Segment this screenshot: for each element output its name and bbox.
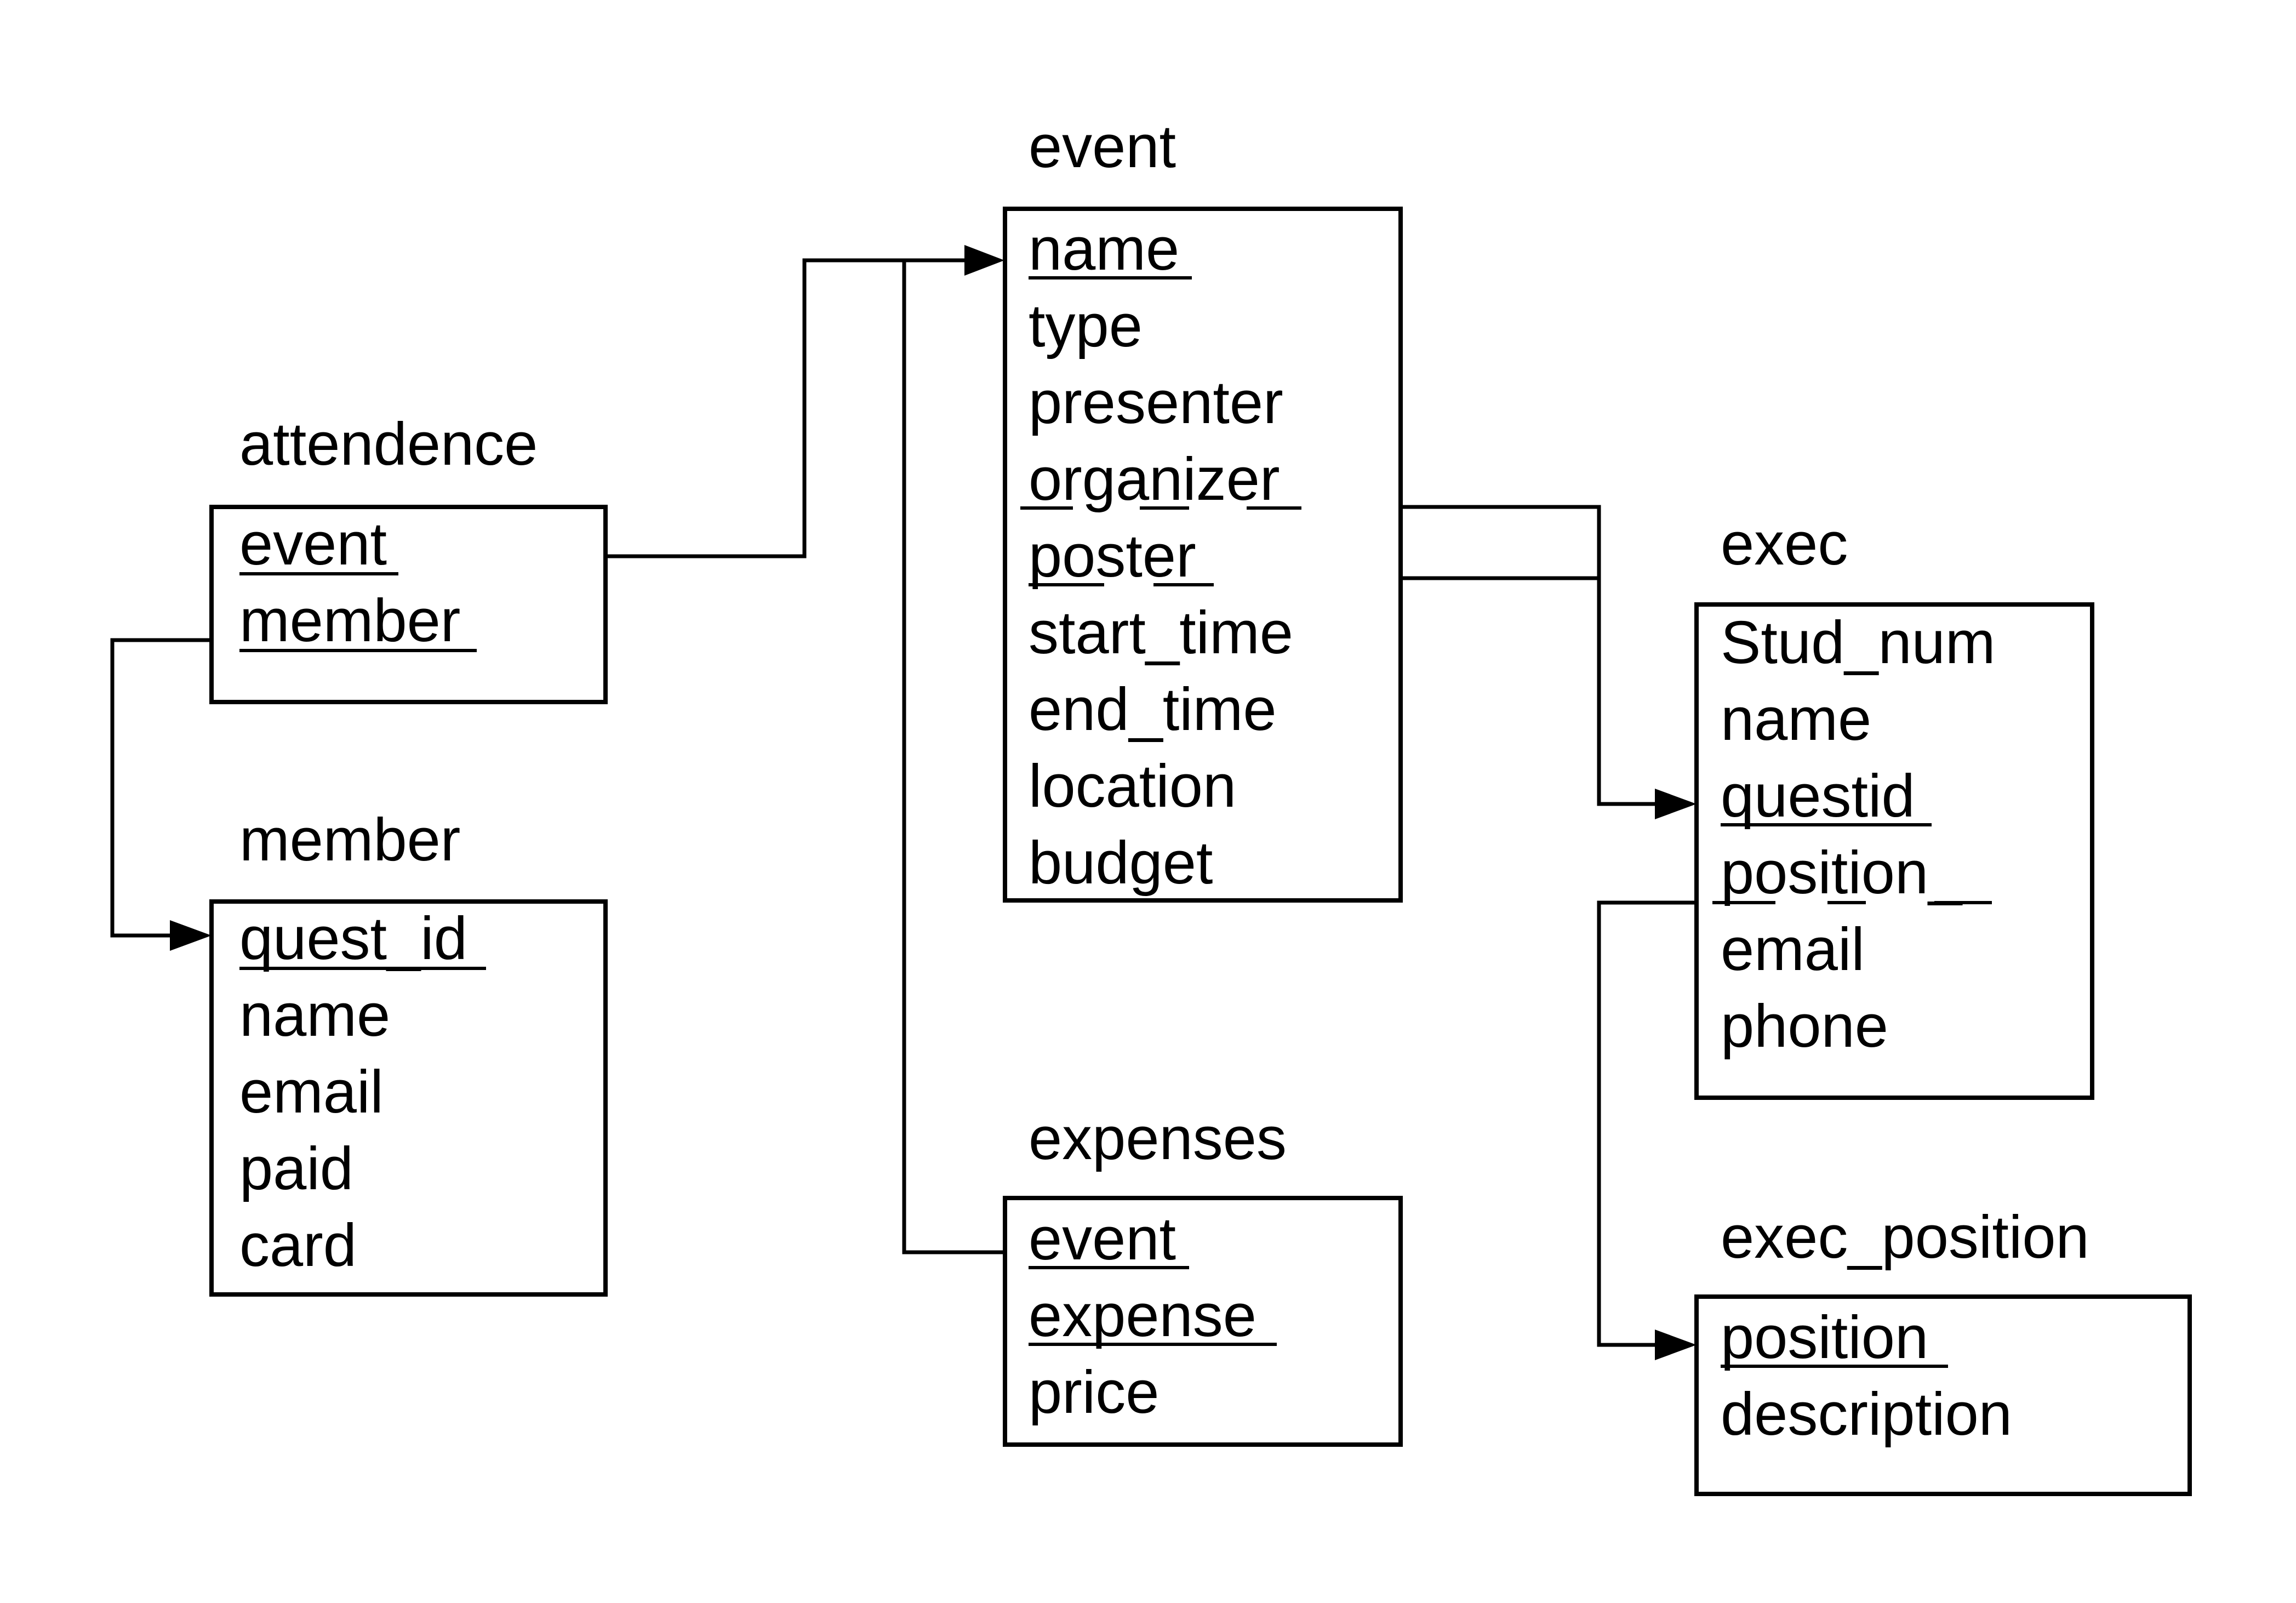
table-title-attendence: attendence bbox=[239, 410, 538, 478]
table-title-member: member bbox=[239, 806, 460, 874]
table-member: member quest_id name email paid card bbox=[209, 806, 608, 1297]
field-location: location bbox=[1029, 752, 1236, 820]
field-type: type bbox=[1029, 292, 1143, 360]
table-title-expenses: expenses bbox=[1029, 1105, 1287, 1172]
arrowhead-member-quest-id bbox=[170, 920, 212, 951]
field-phone: phone bbox=[1721, 992, 1888, 1060]
field-position: position_ bbox=[1721, 839, 1963, 906]
field-quest-id: quest_id bbox=[239, 905, 467, 972]
table-title-exec: exec bbox=[1721, 510, 1848, 578]
table-box-exec-position bbox=[1694, 1294, 2192, 1496]
link-expenses-event bbox=[902, 260, 1005, 1254]
field-presenter: presenter bbox=[1029, 369, 1283, 436]
arrowhead-exec-questid bbox=[1655, 789, 1697, 819]
field-position: position bbox=[1721, 1304, 1928, 1371]
field-member: member bbox=[239, 587, 460, 654]
field-questid: questid bbox=[1721, 762, 1915, 830]
field-expense: expense bbox=[1029, 1282, 1256, 1349]
field-event: event bbox=[239, 510, 387, 578]
link-event-organizer-exec bbox=[1401, 505, 1660, 806]
field-poster: poster bbox=[1029, 522, 1196, 590]
field-name: name bbox=[239, 982, 390, 1049]
table-box-attendence bbox=[209, 505, 608, 704]
table-exec-position: exec_position position description bbox=[1694, 1203, 2192, 1496]
link-attendence-event bbox=[606, 258, 970, 558]
arrowhead-exec-position bbox=[1655, 1330, 1697, 1360]
relationship-lines bbox=[110, 245, 1697, 1360]
table-exec: exec Stud_num name questid position_ ema… bbox=[1694, 510, 2094, 1100]
table-expenses: expenses event expense price bbox=[1003, 1105, 1403, 1447]
table-title-exec-position: exec_position bbox=[1721, 1203, 2089, 1271]
table-box-exec bbox=[1694, 602, 2094, 1100]
table-attendence: attendence event member bbox=[209, 410, 608, 704]
field-paid: paid bbox=[239, 1135, 353, 1202]
field-name: name bbox=[1721, 686, 1871, 753]
field-start-time: start_time bbox=[1029, 599, 1293, 666]
field-name: name bbox=[1029, 215, 1179, 283]
link-attendence-member bbox=[110, 638, 212, 938]
table-event: event name type presenter organizer post… bbox=[1003, 113, 1403, 903]
link-exec-position bbox=[1597, 900, 1697, 1347]
field-email: email bbox=[1721, 916, 1865, 983]
field-stud-num: Stud_num bbox=[1721, 609, 1995, 676]
table-box-expenses bbox=[1003, 1196, 1403, 1447]
table-title-event: event bbox=[1029, 113, 1176, 180]
field-event: event bbox=[1029, 1205, 1176, 1273]
arrowhead-event-name bbox=[964, 245, 1004, 276]
field-end-time: end_time bbox=[1029, 676, 1277, 743]
field-description: description bbox=[1721, 1380, 2012, 1448]
table-box-event bbox=[1003, 207, 1403, 903]
field-price: price bbox=[1029, 1359, 1159, 1426]
field-budget: budget bbox=[1029, 829, 1213, 897]
field-email: email bbox=[239, 1058, 384, 1126]
field-organizer: organizer bbox=[1029, 446, 1280, 513]
field-card: card bbox=[239, 1212, 357, 1279]
